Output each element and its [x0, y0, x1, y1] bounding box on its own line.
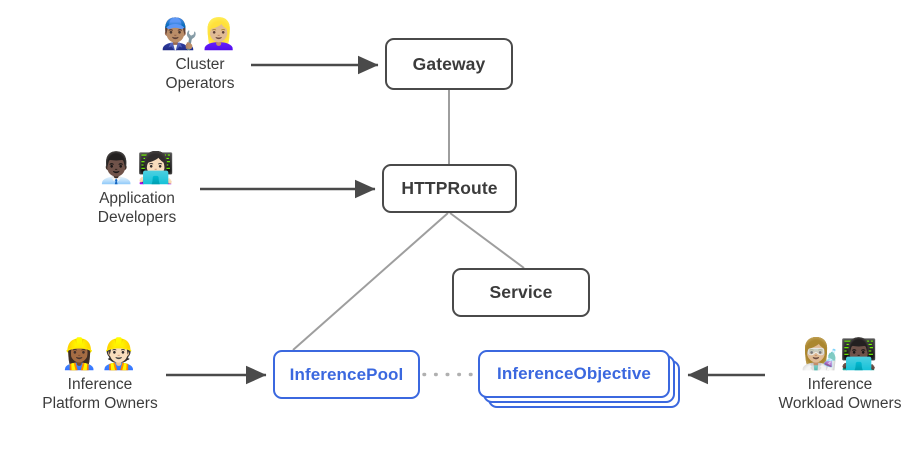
node-inferencepool[interactable]: InferencePool	[273, 350, 420, 399]
connector-httproute-inferencepool	[292, 212, 449, 351]
office-worker-technologist-pair-icon: 👨🏿‍💼👩🏻‍💻	[97, 151, 177, 186]
persona-inference-workload-owners: 👩🏼‍🔬👨🏿‍💻 Inference Workload Owners	[745, 338, 902, 413]
node-httproute[interactable]: HTTPRoute	[382, 164, 517, 213]
node-service[interactable]: Service	[452, 268, 590, 317]
persona-inference-platform-owners-label: Inference Platform Owners	[5, 375, 195, 413]
node-httproute-label: HTTPRoute	[401, 178, 498, 199]
mechanic-pair-icon: 👨🏽‍🔧👱🏼‍♀️	[160, 17, 240, 52]
persona-name-line-1: Cluster	[175, 56, 225, 73]
persona-inference-workload-owners-label: Inference Workload Owners	[745, 375, 902, 413]
persona-name-line-1: Application	[99, 190, 175, 207]
persona-cluster-operators-label: Cluster Operators	[105, 55, 295, 93]
node-inferenceobjective[interactable]: InferenceObjective	[478, 350, 670, 398]
persona-application-developers-label: Application Developers	[42, 189, 232, 227]
persona-inference-platform-owners: 👷🏾‍♀️👷🏻 Inference Platform Owners	[5, 338, 195, 413]
node-inferenceobjective-label: InferenceObjective	[497, 364, 651, 384]
node-gateway-label: Gateway	[412, 53, 486, 74]
persona-application-developers: 👨🏿‍💼👩🏻‍💻 Application Developers	[42, 152, 232, 227]
persona-name-line-1: Inference	[807, 376, 873, 393]
persona-name-line-2: Developers	[97, 209, 177, 226]
persona-name-line-2: Operators	[165, 75, 235, 92]
scientist-technologist-pair-icon: 👩🏼‍🔬👨🏿‍💻	[800, 337, 880, 372]
persona-cluster-operators: 👨🏽‍🔧👱🏼‍♀️ Cluster Operators	[105, 18, 295, 93]
persona-name-line-2: Workload Owners	[778, 395, 902, 412]
persona-name-line-1: Inference	[67, 376, 133, 393]
node-gateway[interactable]: Gateway	[385, 38, 513, 90]
node-service-label: Service	[489, 282, 553, 303]
persona-name-line-2: Platform Owners	[42, 395, 158, 412]
node-inferencepool-label: InferencePool	[289, 364, 404, 384]
construction-worker-pair-icon: 👷🏾‍♀️👷🏻	[60, 337, 140, 372]
connector-httproute-service	[449, 212, 525, 269]
